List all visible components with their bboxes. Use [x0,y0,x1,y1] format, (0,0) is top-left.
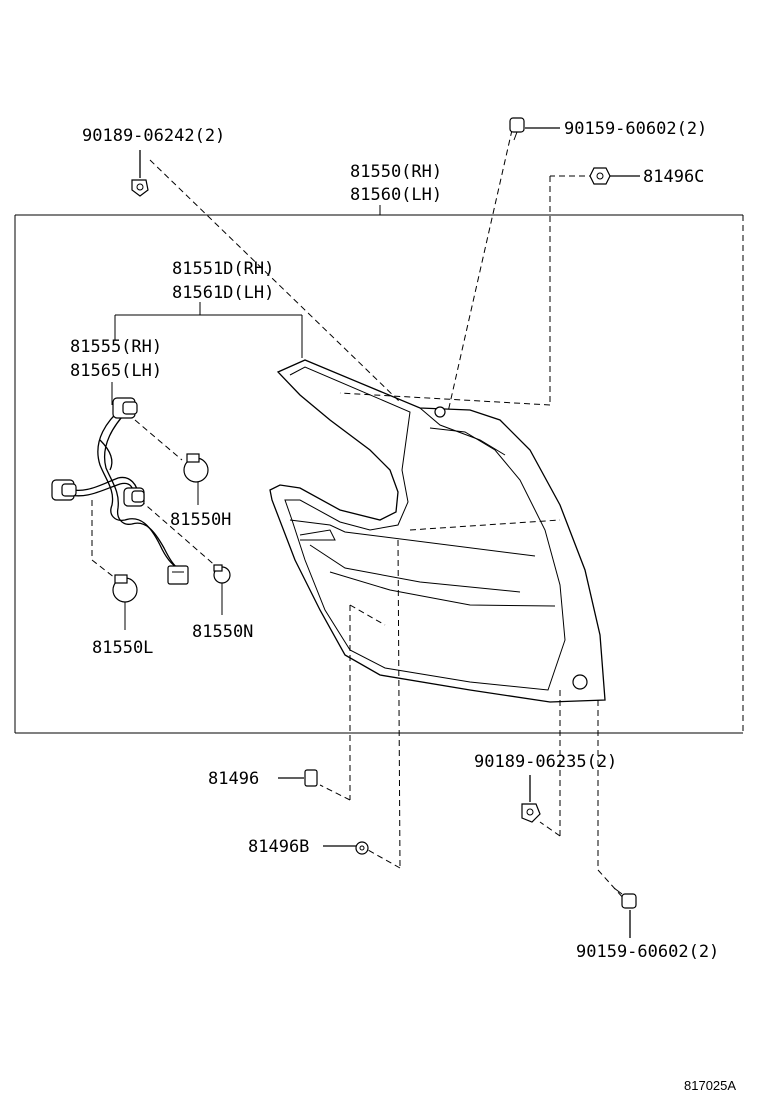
label-lens-lh: 81561D(LH) [172,283,274,303]
clip-icon [304,769,318,787]
bulb-l-icon [112,574,138,603]
label-clip-b: 81496B [248,837,309,857]
socket-icon [123,487,145,507]
label-screw-bottom: 90159-60602(2) [576,942,719,962]
bolt-bottom-icon [521,803,541,823]
label-bulb-l: 81550L [92,638,153,658]
label-socket-lh: 81565(LH) [70,361,162,381]
label-screw-top-right: 90159-60602(2) [564,119,707,139]
label-assy-lh: 81560(LH) [350,185,442,205]
screw-bottom-icon [613,887,637,909]
label-clip-c: 81496C [643,167,704,187]
label-bulb-n: 81550N [192,622,253,642]
label-lens-rh: 81551D(RH) [172,259,274,279]
diagram-code: 817025A [684,1078,736,1093]
clip-b-icon [355,841,369,855]
socket-wire-harness [51,397,189,585]
label-clip: 81496 [208,769,259,789]
bulb-n-icon [213,564,231,584]
label-bolt-top-left: 90189-06242(2) [82,126,225,146]
bolt-icon [131,179,149,197]
screw-icon [509,117,525,141]
tail-lamp-housing [269,359,606,703]
clip-c-icon [589,167,611,185]
leader-lines [91,127,640,938]
bulb-h-icon [183,453,209,483]
connector-icon [167,565,189,585]
socket-icon [112,397,138,419]
hardware-parts [131,117,637,909]
socket-icon [51,479,77,501]
label-socket-rh: 81555(RH) [70,337,162,357]
label-bolt-bottom: 90189-06235(2) [474,752,617,772]
assembly-frame [14,205,744,734]
label-assy-rh: 81550(RH) [350,162,442,182]
label-bulb-h: 81550H [170,510,231,530]
